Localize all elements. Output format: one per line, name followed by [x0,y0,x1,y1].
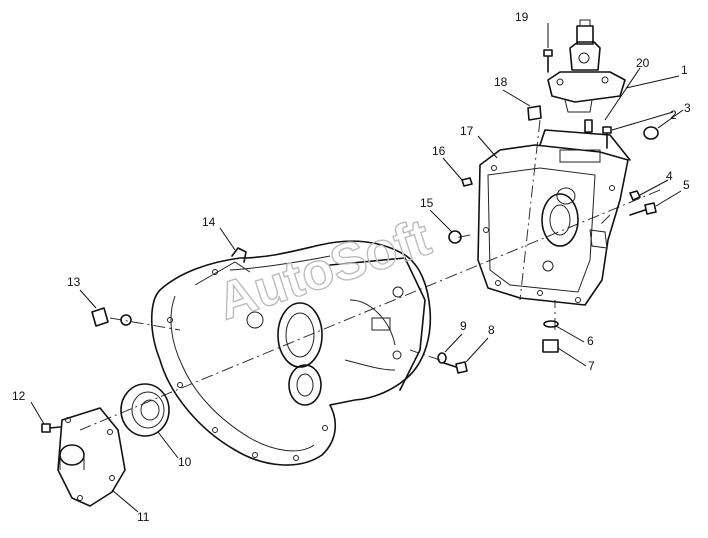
callout-18: 18 [494,75,508,89]
shift-tower [547,19,626,113]
callout-labels: 1 2 3 4 5 6 7 8 9 10 11 12 13 14 15 16 1… [12,10,691,524]
callout-8: 8 [488,323,495,337]
callout-9: 9 [460,319,467,333]
callout-10: 10 [178,455,192,469]
leader-lines [30,23,684,513]
callout-12: 12 [12,389,26,403]
callout-14: 14 [202,215,216,229]
callout-5: 5 [683,178,690,192]
watermark: AutoSoft [211,208,438,331]
small-parts [41,49,659,507]
callout-3: 3 [684,101,691,115]
callout-17: 17 [460,124,474,138]
callout-4: 4 [666,169,673,183]
callout-15: 15 [420,196,434,210]
callout-1: 1 [681,63,688,77]
rear-case [477,129,631,306]
callout-11: 11 [137,510,150,524]
clutch-housing [150,240,432,466]
callout-19: 19 [515,10,529,24]
callout-2: 2 [670,108,677,122]
callout-6: 6 [587,334,594,348]
callout-13: 13 [67,275,81,289]
callout-16: 16 [432,144,446,158]
callout-20: 20 [636,56,650,70]
callout-7: 7 [588,359,595,373]
